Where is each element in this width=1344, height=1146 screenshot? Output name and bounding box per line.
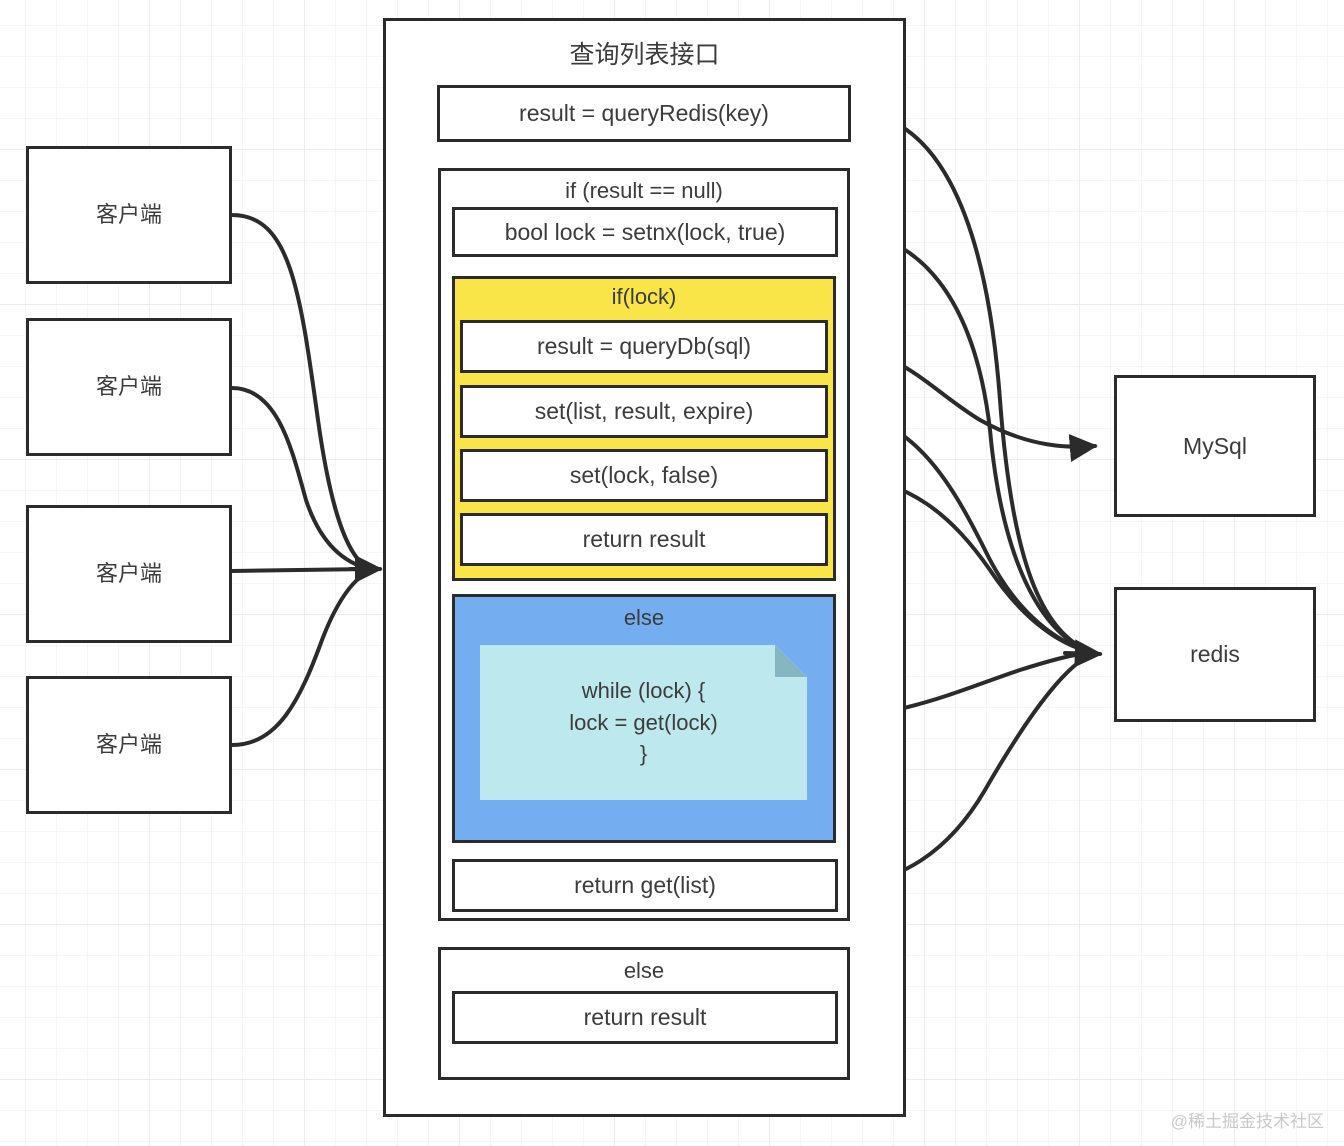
statement-label: return result (583, 1004, 707, 1030)
edge-client1-interface (230, 213, 372, 571)
block-else-outer-label: else (623, 958, 665, 983)
client-label: 客户端 (95, 374, 162, 400)
client-label: 客户端 (95, 202, 162, 228)
block-if-result-null-label: if (result == null) (565, 178, 723, 203)
redis-box[interactable]: redis (1114, 587, 1316, 722)
client-box-1[interactable]: 客户端 (26, 146, 232, 284)
client-label: 客户端 (95, 561, 162, 587)
mysql-label: MySql (1183, 432, 1247, 459)
client-box-4[interactable]: 客户端 (26, 676, 232, 814)
sticky-note-while-loop: while (lock) { lock = get(lock) } (480, 645, 807, 800)
client-box-3[interactable]: 客户端 (26, 505, 232, 643)
block-if-lock-label: if(lock) (611, 284, 677, 309)
statement-return-result-else[interactable]: return result (452, 991, 838, 1044)
statement-label: set(list, result, expire) (534, 398, 754, 424)
edge-client3-interface (230, 567, 372, 573)
statement-return-result-if[interactable]: return result (460, 513, 828, 566)
statement-label: result = queryRedis(key) (519, 100, 769, 126)
note-text: while (lock) { lock = get(lock) } (569, 677, 718, 767)
mysql-box[interactable]: MySql (1114, 375, 1316, 517)
watermark: @稀土掘金技术社区 (1170, 1112, 1324, 1131)
edge-client4-interface (230, 570, 372, 747)
statement-label: return get(list) (574, 872, 716, 898)
client-box-2[interactable]: 客户端 (26, 318, 232, 456)
statement-label: result = queryDb(sql) (536, 333, 752, 359)
statement-set-lock-false[interactable]: set(lock, false) (460, 449, 828, 502)
statement-set-list[interactable]: set(list, result, expire) (460, 385, 828, 438)
statement-label: return result (582, 526, 706, 552)
statement-query-db[interactable]: result = queryDb(sql) (460, 320, 828, 373)
statement-setnx[interactable]: bool lock = setnx(lock, true) (452, 207, 838, 257)
statement-query-redis[interactable]: result = queryRedis(key) (437, 85, 851, 142)
page-title: 查询列表接口 (569, 41, 720, 69)
statement-label: set(lock, false) (569, 462, 719, 488)
statement-label: bool lock = setnx(lock, true) (504, 218, 786, 245)
edge-client2-interface (230, 386, 372, 571)
statement-return-get-list[interactable]: return get(list) (452, 859, 838, 912)
client-label: 客户端 (95, 732, 162, 758)
block-else-label: else (623, 605, 665, 630)
edge-redis-arrowhead (1063, 639, 1103, 668)
redis-label: redis (1190, 641, 1240, 668)
